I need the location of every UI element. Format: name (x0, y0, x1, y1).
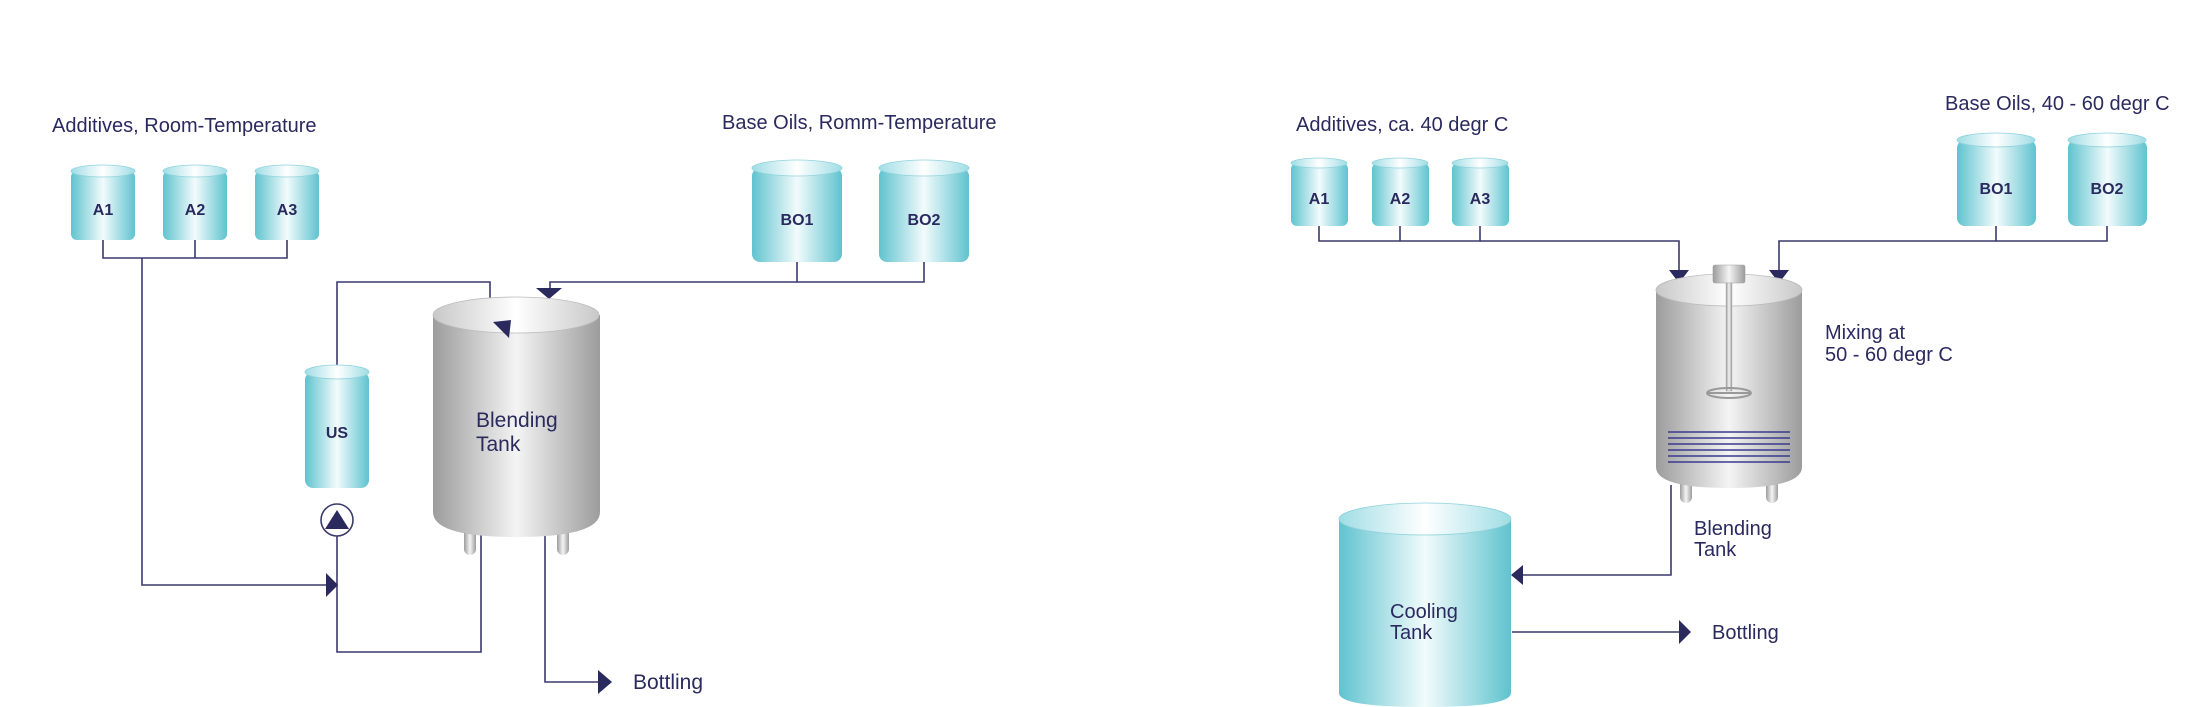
arrow-into-cooling-tank (1511, 565, 1523, 585)
agitator-icon (1706, 264, 1752, 399)
right-base-oils-heading: Base Oils, 40 - 60 degr C (1945, 93, 2170, 115)
right-blending-tank (1655, 264, 1803, 503)
left-additives-heading: Additives, Room-Temperature (52, 115, 317, 137)
arrow-to-bottling (598, 670, 612, 694)
left-us-tank: US (304, 364, 370, 488)
right-base-oil-tank-bo1: BO1 (1956, 132, 2036, 226)
tank-label: BO2 (2091, 181, 2124, 198)
cooling-tank-label-line2: Tank (1390, 622, 1433, 644)
tank-label: A1 (1309, 191, 1330, 208)
tank-label: BO2 (908, 212, 941, 229)
tank-label: A2 (185, 202, 206, 219)
tank-label: BO1 (781, 212, 814, 229)
left-additive-tank-a3: A3 (254, 164, 320, 240)
tank-label: A1 (93, 202, 114, 219)
arrow-base-oils-inlet (1769, 270, 1789, 283)
cooling-tank-label-line1: Cooling (1390, 601, 1458, 623)
right-additive-tank-a1: A1 (1290, 157, 1348, 226)
right-pipes (1318, 226, 2108, 633)
tank-label: A3 (277, 202, 298, 219)
tank-label: BO1 (1980, 181, 2013, 198)
tank-label: A3 (1470, 191, 1491, 208)
right-blending-tank-label-line1: Blending (1694, 518, 1772, 540)
heating-coil-icon (1668, 431, 1790, 463)
blending-tank-label-line1: Blending (476, 409, 558, 432)
blending-tank-label-line2: Tank (476, 433, 521, 456)
right-process: Additives, ca. 40 degr C Base Oils, 40 -… (1290, 93, 2170, 707)
left-process: Additives, Room-Temperature Base Oils, R… (52, 112, 997, 694)
left-blending-tank: Blending Tank (432, 296, 600, 555)
right-additive-tank-a2: A2 (1371, 157, 1429, 226)
right-additives-heading: Additives, ca. 40 degr C (1296, 114, 1508, 136)
cooling-tank: Cooling Tank (1338, 502, 1512, 707)
tank-label: A2 (1390, 191, 1411, 208)
arrow-additives-inlet (1669, 270, 1689, 283)
left-base-oil-tank-bo1: BO1 (751, 159, 843, 262)
left-additive-tank-a1: A1 (70, 164, 136, 240)
right-bottling-label: Bottling (1712, 622, 1779, 644)
right-arrows (1511, 270, 1789, 644)
mixing-note-line1: Mixing at (1825, 322, 1905, 344)
right-base-oil-tank-bo2: BO2 (2067, 132, 2147, 226)
left-base-oil-tank-bo2: BO2 (878, 159, 970, 262)
left-additive-tank-a2: A2 (162, 164, 228, 240)
tank-label: US (326, 425, 349, 442)
arrow-base-oil-inlet (536, 288, 562, 299)
right-additive-tank-a3: A3 (1451, 157, 1509, 226)
left-base-oils-heading: Base Oils, Romm-Temperature (722, 112, 997, 134)
arrow-additives-to-pump (326, 573, 338, 597)
right-blending-tank-label-line2: Tank (1694, 539, 1737, 561)
mixing-note-line2: 50 - 60 degr C (1825, 344, 1953, 366)
arrow-to-bottling (1679, 620, 1691, 644)
pump-icon (320, 503, 354, 537)
left-bottling-label: Bottling (633, 671, 703, 694)
